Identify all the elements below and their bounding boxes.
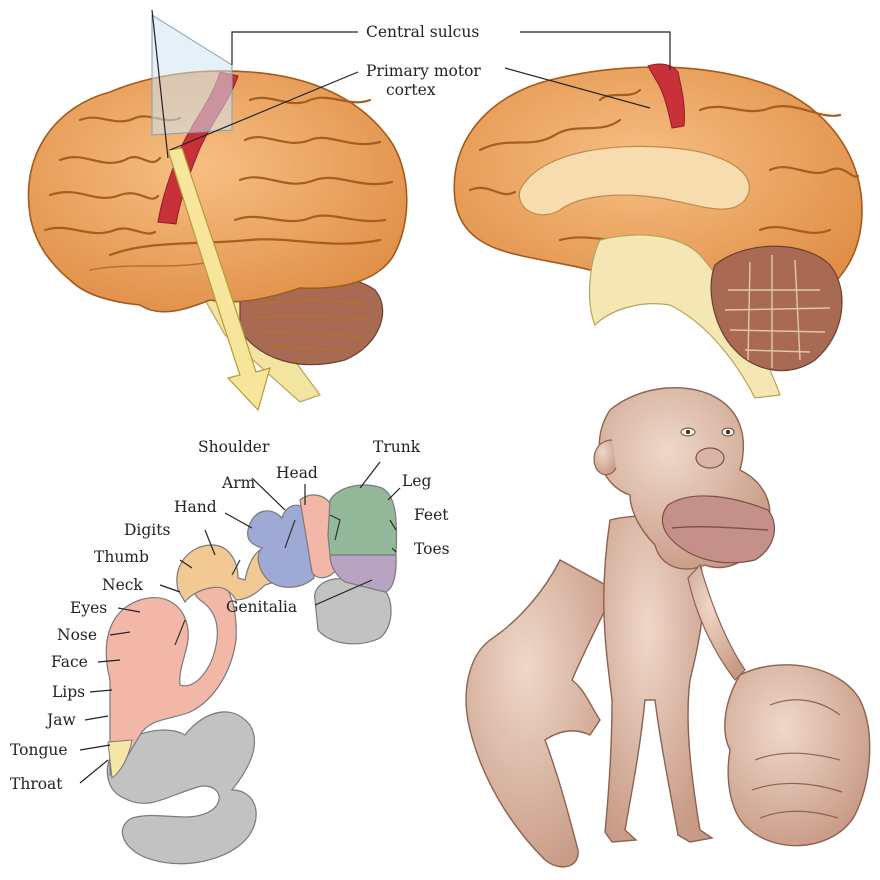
label-feet: Feet xyxy=(414,506,449,524)
label-eyes: Eyes xyxy=(70,599,107,617)
homunculus-right-fist xyxy=(725,665,870,846)
label-arm: Arm xyxy=(221,474,256,492)
homunculus-left-hand xyxy=(466,560,615,867)
label-head: Head xyxy=(276,464,318,482)
label-trunk: Trunk xyxy=(373,438,421,456)
label-toes: Toes xyxy=(414,540,450,558)
label-hand: Hand xyxy=(174,498,217,516)
map-trunk-region xyxy=(328,485,397,555)
label-nose: Nose xyxy=(57,626,97,644)
label-genitalia: Genitalia xyxy=(226,598,297,616)
label-digits: Digits xyxy=(124,521,170,539)
label-shoulder: Shoulder xyxy=(198,438,270,456)
lateral-brain-view xyxy=(28,10,406,410)
label-thumb: Thumb xyxy=(94,548,149,566)
label-leg: Leg xyxy=(402,472,431,490)
homunculus-ear xyxy=(594,440,616,475)
label-neck: Neck xyxy=(102,576,143,594)
label-face: Face xyxy=(51,653,88,671)
primary-motor-label-line2: cortex xyxy=(386,81,436,99)
medial-brain-view xyxy=(454,64,862,398)
motor-homunculus-figure xyxy=(466,388,870,867)
primary-motor-label-line1: Primary motor xyxy=(366,62,481,80)
label-throat: Throat xyxy=(10,775,63,793)
central-sulcus-label: Central sulcus xyxy=(366,23,479,41)
cortical-map xyxy=(106,485,396,864)
label-tongue: Tongue xyxy=(10,741,68,759)
label-lips: Lips xyxy=(52,683,85,701)
label-jaw: Jaw xyxy=(45,711,76,729)
